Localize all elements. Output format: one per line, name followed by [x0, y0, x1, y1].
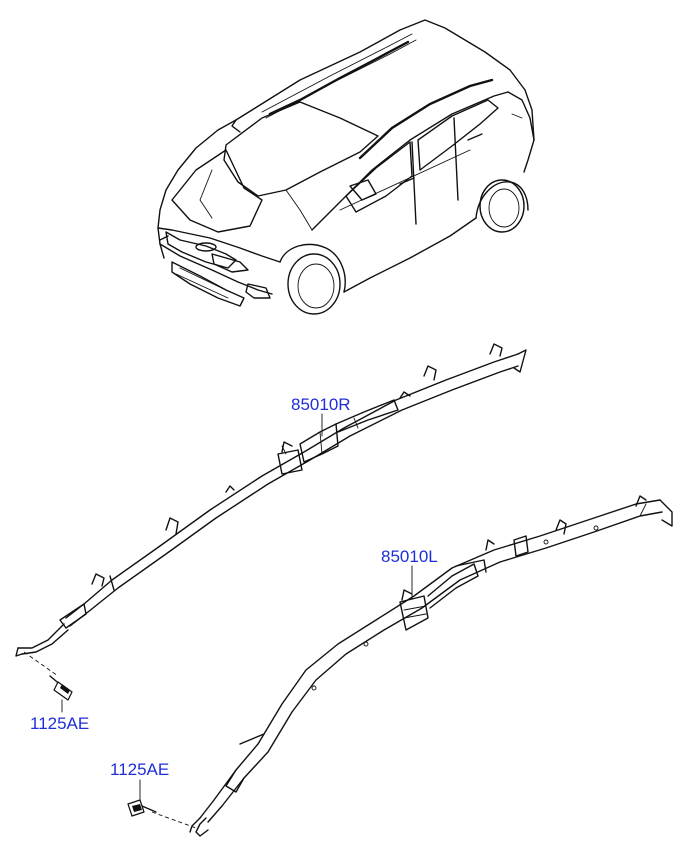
curtain-airbag-right[interactable]	[15, 343, 527, 657]
bolt-right[interactable]	[49, 675, 73, 701]
label-1125AE-right[interactable]: 1125AE	[30, 714, 89, 733]
label-85010L[interactable]: 85010L	[381, 547, 438, 566]
label-1125AE-left[interactable]: 1125AE	[110, 760, 169, 779]
vehicle-illustration	[157, 19, 535, 315]
label-85010R[interactable]: 85010R	[291, 395, 351, 414]
bolt-left[interactable]	[127, 799, 157, 817]
curtain-airbag-left[interactable]	[189, 495, 673, 837]
